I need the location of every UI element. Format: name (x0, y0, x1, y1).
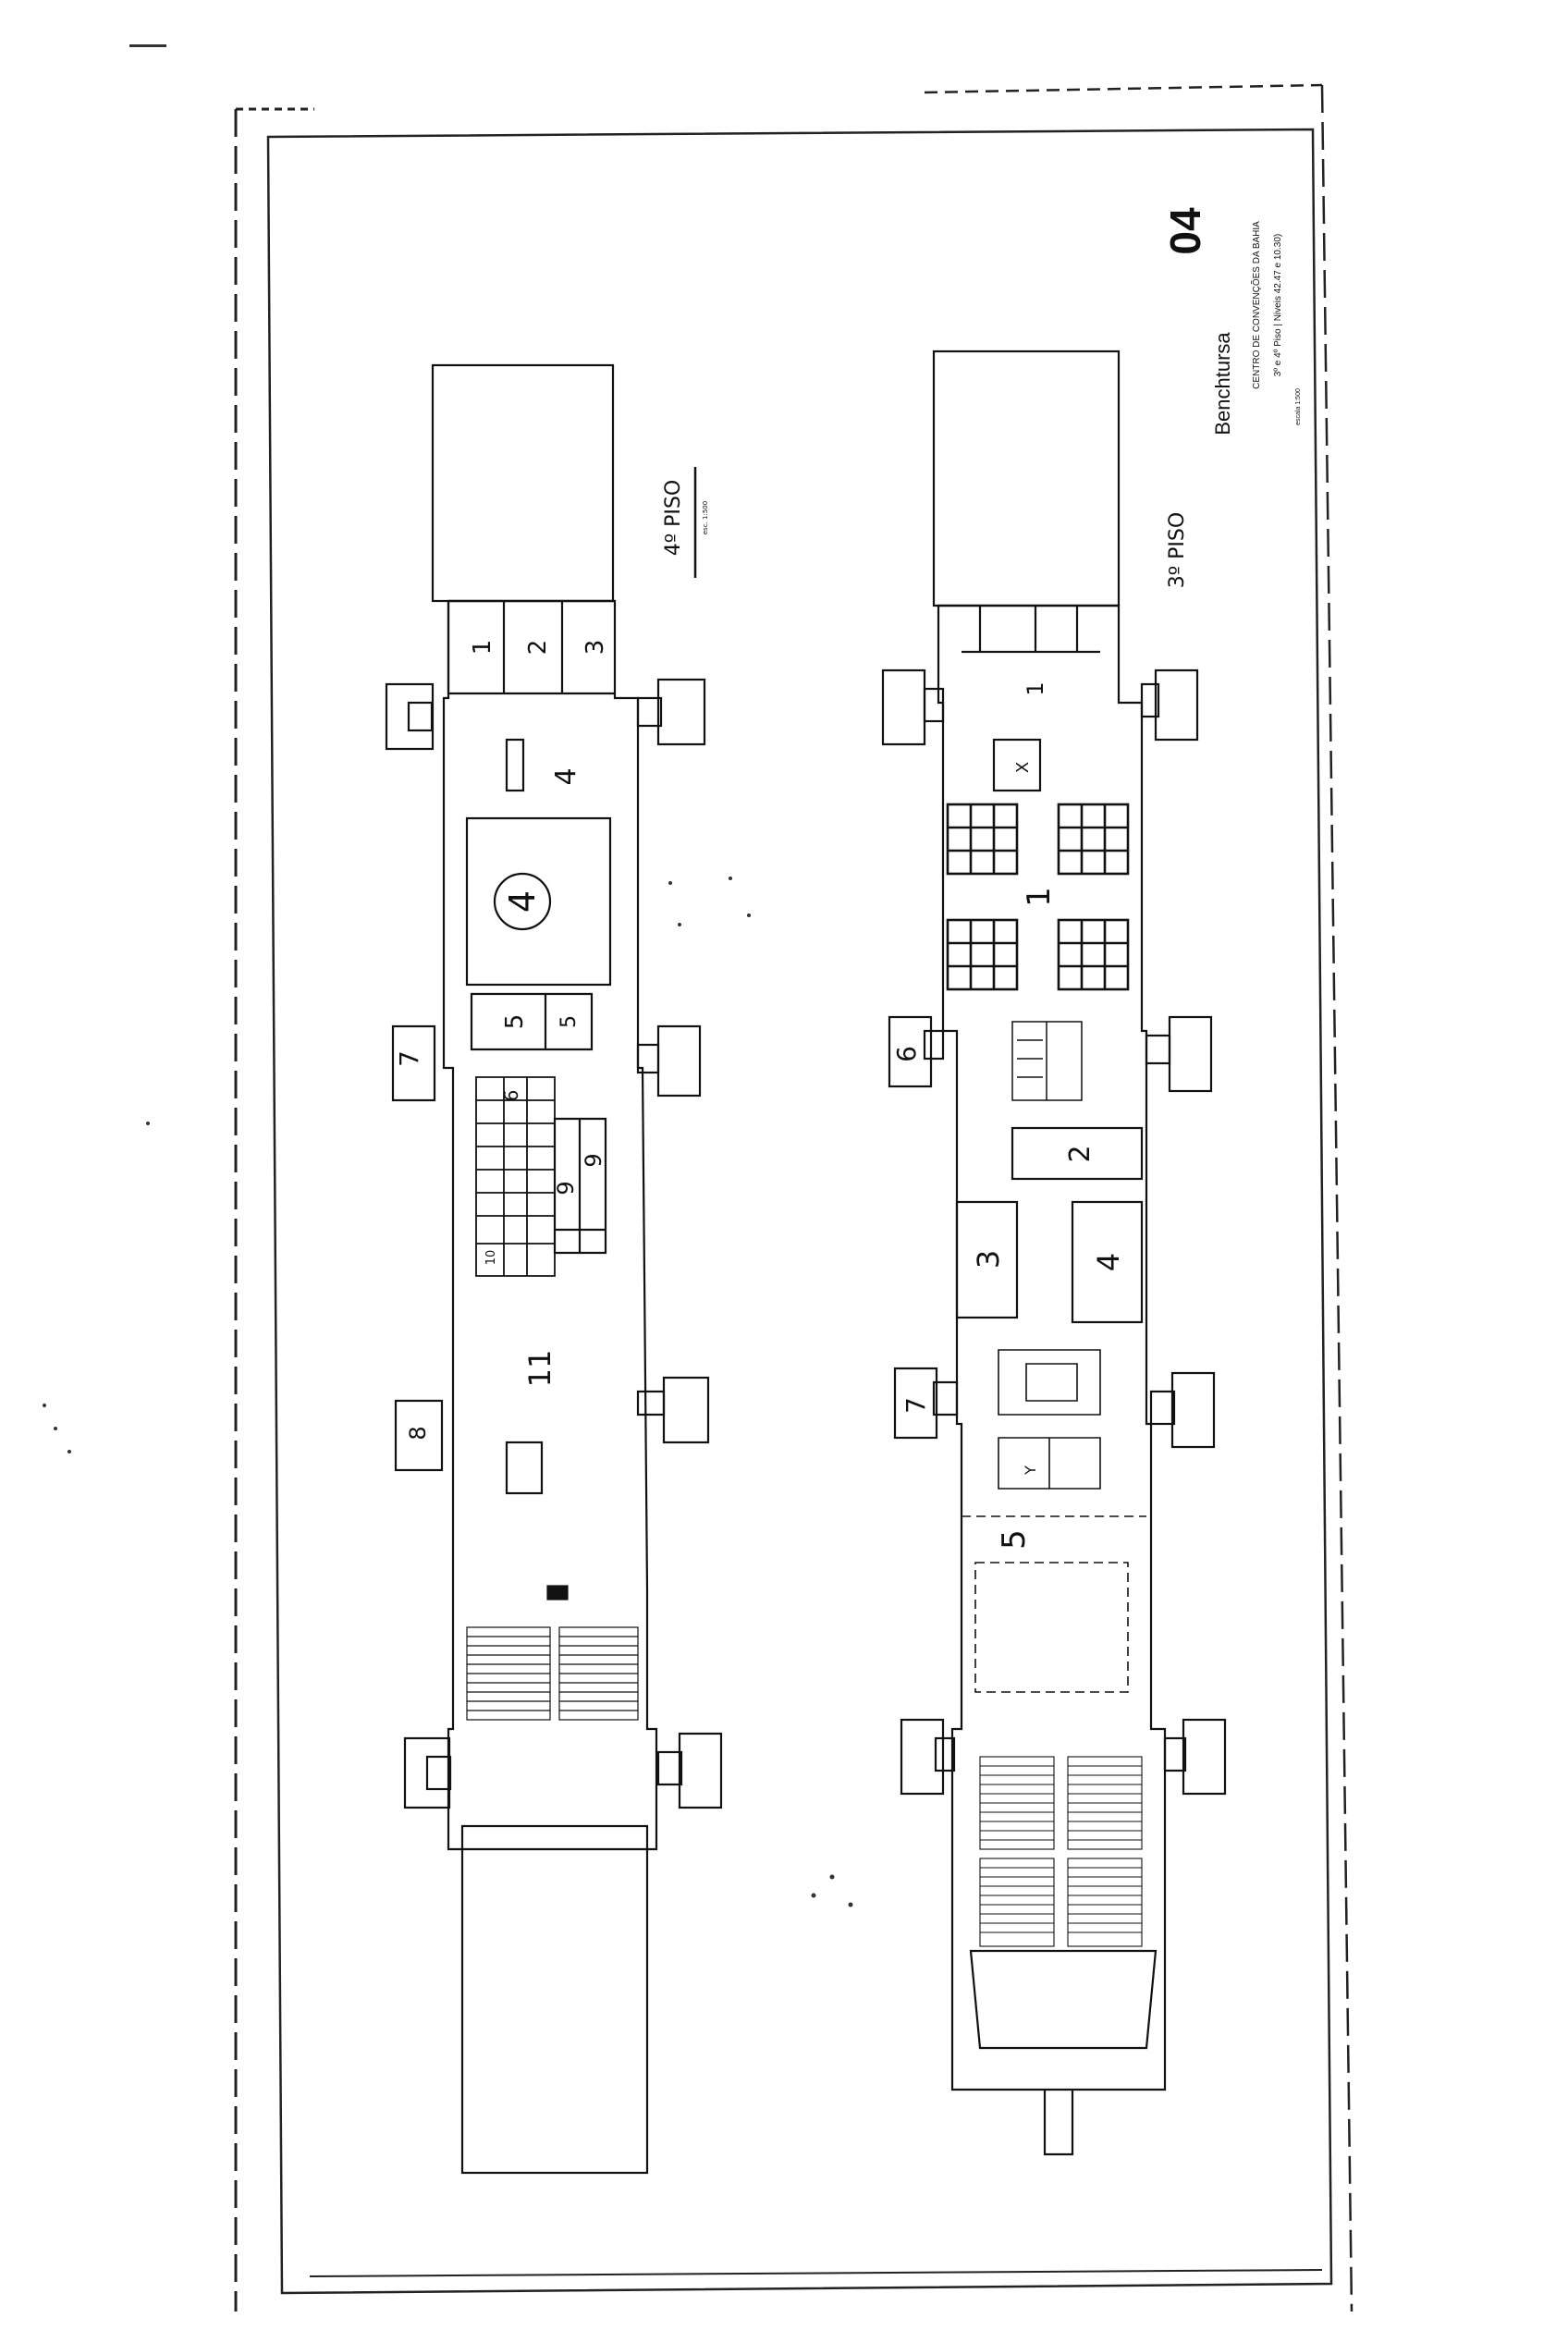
floor-4-room-4b: 3 (582, 640, 609, 656)
floor-4-room-5a: 5 (501, 1014, 529, 1030)
floor-3-room-1: 1 (1021, 887, 1058, 907)
floor-3-plan (881, 350, 1227, 2156)
floor-4-room-4a: 2 (524, 640, 552, 656)
floor-3-restrooms (1011, 1021, 1083, 1101)
floor-3-entry-ramp (1043, 2090, 1074, 2156)
floor-4-plan (385, 363, 723, 2175)
floor-4-main-body (442, 599, 658, 1851)
floor-4-central-hall (465, 816, 612, 987)
floor-4-room-2: 4 (550, 767, 582, 785)
floor-3-room-3-box (955, 1200, 1019, 1319)
floor-3-room-y: Y (1022, 1465, 1039, 1476)
floor-4-towers (385, 678, 723, 1809)
floor-4-room-10: 10 (484, 1250, 498, 1266)
floor-3-room-x: X (1013, 762, 1033, 773)
floor-3-room-6: 6 (891, 1046, 922, 1062)
floor-4-room-7: 7 (394, 1050, 424, 1067)
floor-4-room-9b: 9 (553, 1181, 579, 1195)
floor-3-room-2-box (1011, 1126, 1144, 1181)
title-block: 04 Benchtursa CENTRO DE CONVENÇÕES DA BA… (1161, 207, 1302, 435)
floor-3-room-4-box (1071, 1200, 1144, 1324)
floor-3-labels: 3º PISO 1 X 1 6 2 3 4 7 Y 5 (891, 512, 1189, 1550)
floor-3-room-2: 2 (1064, 1145, 1096, 1162)
floor-3-room-5: 5 (996, 1529, 1033, 1550)
floor-4-labels: 4º PISO esc. 1:500 1 2 3 4 4 5 5 6 7 8 9… (394, 467, 709, 1441)
floor-4-room-6: 6 (500, 1090, 522, 1102)
floor-4-sublabel: esc. 1:500 (702, 501, 709, 534)
floor-4-room-9a: 9 (581, 1153, 606, 1167)
floor-4-rooms-9 (553, 1117, 607, 1255)
floor-4-room-1-marker (493, 872, 552, 931)
floor-3-top-rooms (938, 604, 1119, 654)
floor-4-stage-box (505, 1441, 544, 1495)
floor-4-rooms-5 (470, 992, 594, 1051)
floor-4-room-5b: 5 (557, 1015, 581, 1028)
floor-3-room-1-top: 1 (1023, 681, 1048, 695)
floor-4-name: 4º PISO (662, 480, 685, 556)
floor-3-table-grids (946, 803, 1130, 991)
floor-3-room-4: 4 (1091, 1253, 1126, 1271)
floor-4-room-3: 1 (469, 640, 496, 656)
floor-4-room-row-3-4-4 (447, 599, 615, 695)
floor-4-auditorium (466, 1585, 639, 1721)
sheet-title: Benchtursa (1211, 332, 1234, 435)
floor-4-room-11: 11 (522, 1350, 557, 1388)
sheet-subtitle: CENTRO DE CONVENÇÕES DA BAHIA (1250, 221, 1262, 389)
floor-3-room-3: 3 (971, 1250, 1006, 1269)
floor-4-seat-grid (475, 1076, 556, 1277)
floor-3-room-7: 7 (900, 1397, 931, 1414)
floor-3-foyer (962, 1515, 1146, 1693)
sheet-number: 04 (1161, 207, 1209, 255)
floor-3-name: 3º PISO (1166, 512, 1189, 588)
floor-4-top-annex (431, 363, 615, 603)
floor-3-stage (969, 1949, 1158, 2050)
sheet-scale: escala 1:500 (1295, 388, 1302, 425)
floor-3-room-7-zone (998, 1349, 1101, 1490)
floor-3-towers (881, 668, 1227, 1796)
floor-3-auditorium (979, 1756, 1143, 1947)
floor-4-room-1: 4 (502, 890, 543, 913)
floor-4-bottom-annex (460, 1824, 649, 2175)
floor-4-counter (505, 738, 525, 792)
scan-specks (43, 44, 853, 1907)
sheet-detail: 3º e 4º Piso | Niveis 42.47 e 10.30) (1273, 234, 1283, 376)
floor-4-room-8: 8 (405, 1426, 431, 1440)
floor-3-top-annex (932, 350, 1121, 607)
floor-3-main-body (937, 604, 1167, 2091)
sheet-border (234, 83, 1354, 2312)
floor-3-office-x (992, 738, 1042, 792)
